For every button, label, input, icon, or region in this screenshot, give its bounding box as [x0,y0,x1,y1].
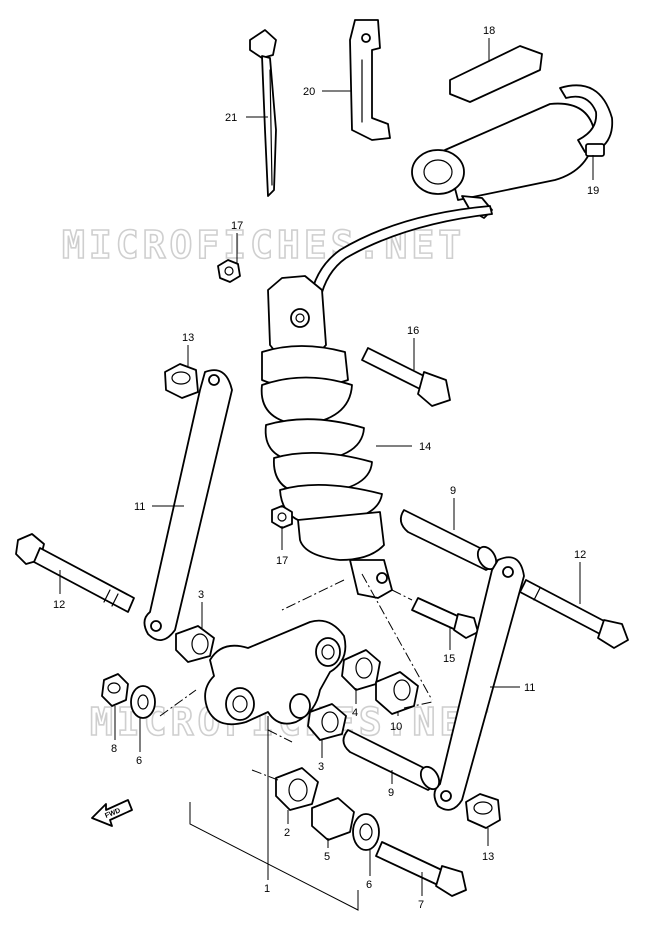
callout-11-left: 11 [134,501,145,513]
leader-lines [59,38,594,896]
callout-6-left: 6 [136,755,142,767]
callout-3-upper: 3 [198,589,204,601]
part-2-collar [275,767,319,811]
callout-19: 19 [587,185,599,197]
callout-13-top: 13 [182,332,194,344]
part-6-washer-right [352,813,380,851]
callout-4: 4 [352,707,358,719]
callout-13-bottom: 13 [482,851,494,863]
part-1-group-bracket [189,802,359,911]
part-9-sleeve-top [399,509,498,571]
part-3-collar-lower [307,703,347,741]
callout-15: 15 [443,653,455,665]
part-10-spacer [375,671,419,715]
part-4-collar [341,649,381,691]
part-11-tie-rod-right [433,556,525,811]
part-3-collar-upper [175,625,215,663]
callout-1: 1 [264,883,270,895]
part-18-pad [449,45,543,103]
part-17-nut-top [217,259,241,283]
callout-9-lower: 9 [388,787,394,799]
callout-12-left: 12 [53,599,65,611]
part-1-cushion-lever [204,619,347,726]
callout-2: 2 [284,827,290,839]
callout-14: 14 [419,441,431,453]
callout-3-lower: 3 [318,761,324,773]
callout-17-bottom: 17 [276,555,288,567]
callout-16: 16 [407,325,419,337]
part-7-bolt [375,841,467,897]
callout-labels: 21 20 18 19 17 13 16 14 11 9 12 12 17 3 … [53,25,599,911]
part-8-nut [101,673,129,707]
part-14-shock-absorber [260,275,393,599]
callout-20: 20 [303,86,315,98]
callout-21: 21 [225,112,237,124]
callout-8: 8 [111,743,117,755]
part-21-strap [249,29,277,197]
callout-6-right: 6 [366,879,372,891]
part-12-bolt-right [519,579,629,649]
callout-5: 5 [324,851,330,863]
part-12-bolt-left [15,533,135,613]
fwd-arrow-icon: FWD [91,799,133,827]
part-16-bolt [361,347,451,407]
part-6-washer-left [130,685,156,719]
part-5-spacer [311,797,355,841]
part-11-tie-rod-left [143,369,233,641]
part-13-nut-bottom [465,793,501,829]
callout-10: 10 [390,721,402,733]
callout-12-right: 12 [574,549,586,561]
callout-18: 18 [483,25,495,37]
part-17-nut-bottom [271,505,293,529]
callout-7: 7 [418,899,424,911]
assembly-centerlines [159,573,433,781]
part-13-nut-top [164,363,199,399]
part-19-reservoir-clamp [411,84,614,219]
callout-11-right: 11 [524,682,535,694]
part-20-bracket [349,19,391,141]
callout-17-top: 17 [231,220,243,232]
callout-9-top: 9 [450,485,456,497]
part-9-sleeve-lower [342,729,441,791]
part-15-bolt [411,597,479,639]
